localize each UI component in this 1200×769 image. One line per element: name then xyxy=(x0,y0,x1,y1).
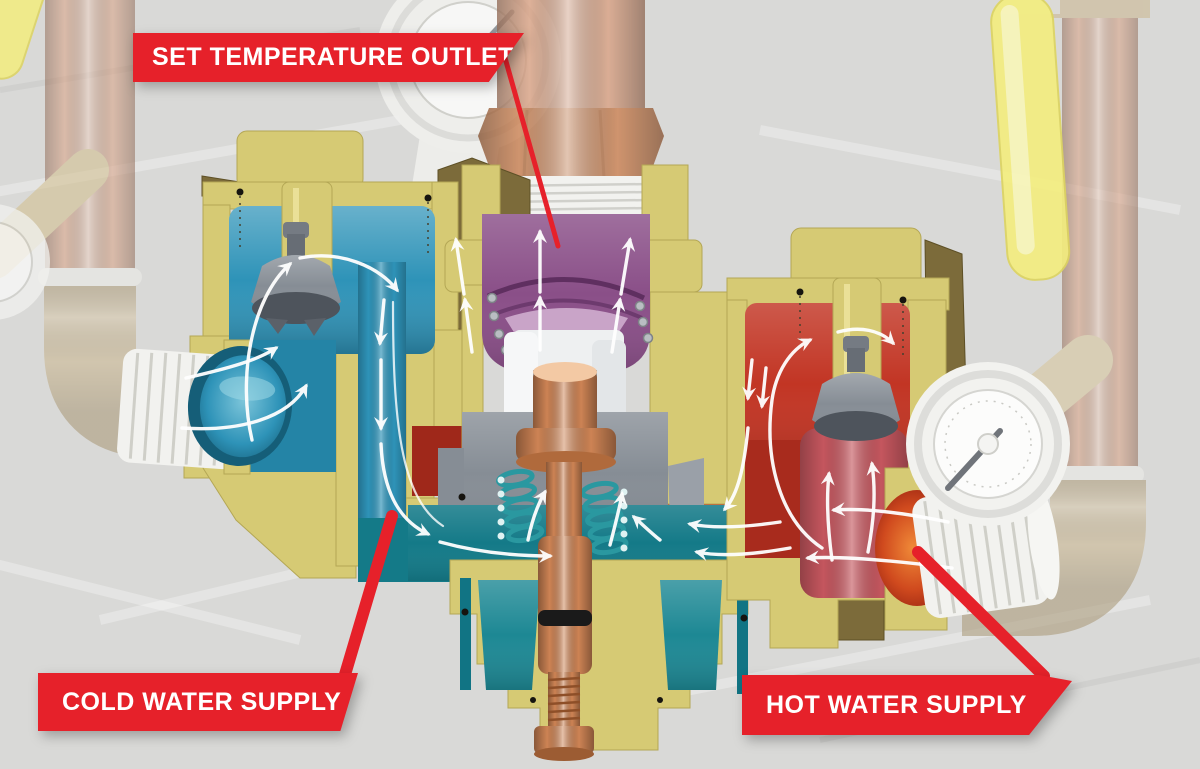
cold-inlet-opening xyxy=(187,346,293,466)
chamber-rivets xyxy=(486,292,654,356)
cold-poppet xyxy=(251,222,341,336)
leader-hot-supply xyxy=(912,546,1050,682)
o-ring xyxy=(538,610,592,626)
copper-piston-spindle xyxy=(516,362,616,761)
left-shutoff-handle xyxy=(0,0,47,80)
hot-poppet xyxy=(812,336,900,441)
callout-leaders xyxy=(338,37,1050,684)
callout-cold-water-supply: COLD WATER SUPPLY xyxy=(38,673,358,731)
mixed-flow-arrows xyxy=(450,229,662,547)
hot-flow-arrows xyxy=(687,327,954,570)
left-gauge xyxy=(0,204,50,320)
callout-label: SET TEMPERATURE OUTLET xyxy=(133,33,524,82)
cold-flow-arrows xyxy=(180,254,553,563)
cold-bonnet-cap xyxy=(236,130,364,190)
seal-marks xyxy=(236,188,907,703)
leader-set-temperature xyxy=(497,37,561,249)
callout-hot-water-supply: HOT WATER SUPPLY xyxy=(742,675,1072,735)
callout-label: COLD WATER SUPPLY xyxy=(38,673,358,731)
hot-chamber-lower xyxy=(745,440,805,558)
right-shutoff-handle xyxy=(990,0,1071,281)
handle-yellow-lever xyxy=(0,0,47,80)
callout-set-temperature-outlet: SET TEMPERATURE OUTLET xyxy=(133,33,524,82)
flow-arrows xyxy=(180,229,954,570)
spindle-thread xyxy=(547,676,581,722)
callout-label: HOT WATER SUPPLY xyxy=(742,675,1072,735)
mixing-valve-body xyxy=(117,130,967,761)
hot-outlet-gauge xyxy=(906,362,1070,526)
leader-cold-supply xyxy=(338,510,398,684)
